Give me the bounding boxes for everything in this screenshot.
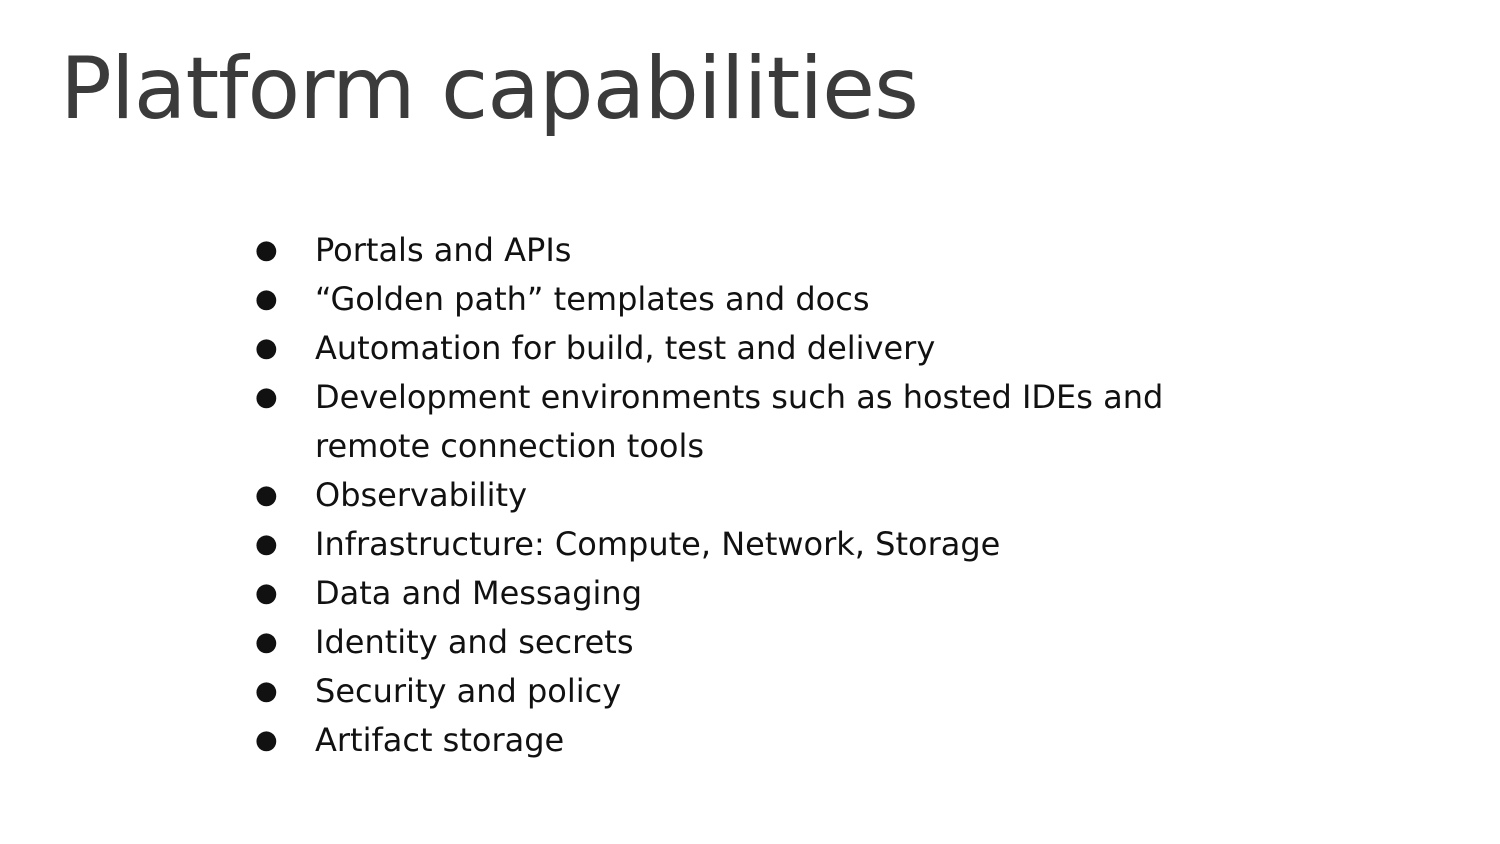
list-item-text: Identity and secrets <box>315 623 634 661</box>
list-item: ● Observability <box>255 471 1275 520</box>
bullet-dot-icon: ● <box>255 382 278 412</box>
list-item-text: Infrastructure: Compute, Network, Storag… <box>315 525 1001 563</box>
list-item: ● “Golden path” templates and docs <box>255 275 1275 324</box>
bullet-dot-icon: ● <box>255 333 278 363</box>
list-item-text: Artifact storage <box>315 721 565 759</box>
list-item-text: “Golden path” templates and docs <box>315 280 870 318</box>
list-item: ● Security and policy <box>255 667 1275 716</box>
list-item: ● Identity and secrets <box>255 618 1275 667</box>
list-item: ● Automation for build, test and deliver… <box>255 324 1275 373</box>
list-item: ● Development environments such as hoste… <box>255 373 1275 471</box>
list-item-text: Observability <box>315 476 528 514</box>
bullet-dot-icon: ● <box>255 725 278 755</box>
list-item: ● Artifact storage <box>255 716 1275 765</box>
bullet-dot-icon: ● <box>255 627 278 657</box>
list-item-text: Automation for build, test and delivery <box>315 329 936 367</box>
bullet-dot-icon: ● <box>255 235 278 265</box>
list-item-text: Security and policy <box>315 672 622 710</box>
bullet-dot-icon: ● <box>255 284 278 314</box>
bullet-list: ● Portals and APIs ● “Golden path” templ… <box>255 226 1275 765</box>
list-item-text: Development environments such as hosted … <box>315 378 1164 465</box>
list-item: ● Infrastructure: Compute, Network, Stor… <box>255 520 1275 569</box>
bullet-dot-icon: ● <box>255 480 278 510</box>
list-item-text: Data and Messaging <box>315 574 642 612</box>
bullet-dot-icon: ● <box>255 578 278 608</box>
list-item: ● Data and Messaging <box>255 569 1275 618</box>
list-item: ● Portals and APIs <box>255 226 1275 275</box>
bullet-dot-icon: ● <box>255 676 278 706</box>
bullet-dot-icon: ● <box>255 529 278 559</box>
slide-title: Platform capabilities <box>60 39 919 139</box>
list-item-text: Portals and APIs <box>315 231 572 269</box>
